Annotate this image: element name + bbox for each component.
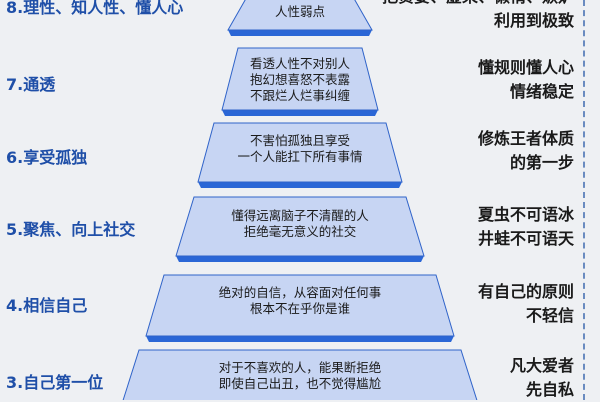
desc-line: 对于不喜欢的人，能果断拒绝 [218, 360, 382, 375]
note-line: 有自己的原则 [477, 282, 574, 301]
tier-label: 7.通透 [6, 75, 56, 94]
tier-description: 人性弱点 [275, 4, 325, 20]
tier-trapezoid [221, 47, 379, 111]
note-line: 先自私 [525, 380, 574, 399]
tier-trapezoid [175, 196, 425, 257]
desc-line: 懂得远离脑子不清醒的人 [231, 208, 369, 223]
desc-line: 根本不在乎你是谁 [249, 301, 351, 316]
tier-trapezoid [197, 122, 403, 183]
tier-description: 懂得远离脑子不清醒的人拒绝毫无意义的社交 [231, 208, 369, 240]
tier-description: 对于不喜欢的人，能果断拒绝即使自己出丑，也不觉得尴尬 [219, 360, 382, 392]
desc-line: 绝对的自信，从容面对任何事 [218, 285, 382, 300]
note-line: 的第一步 [509, 153, 574, 172]
desc-line: 抱幻想喜怒不表露 [249, 72, 351, 87]
tier-note: 凡大爱者先自私 [510, 354, 574, 402]
desc-line: 人性弱点 [274, 4, 326, 19]
tier-label: 5.聚焦、向上社交 [6, 220, 136, 239]
tier-trapezoid [122, 349, 478, 400]
note-line: 凡大爱者 [509, 356, 574, 375]
note-line: 把贪婪、虚荣、懒惰、嫉妒 [382, 0, 574, 9]
tier-label: 4.相信自己 [6, 296, 88, 315]
tier-label: 3.自己第一位 [6, 373, 104, 392]
note-line: 利用到极致 [493, 11, 574, 30]
note-line: 情绪稳定 [509, 82, 574, 101]
tier-base-band [176, 256, 424, 262]
tier-description: 不害怕孤独且享受一个人能扛下所有事情 [237, 133, 362, 165]
note-line: 井蛙不可语天 [477, 229, 574, 248]
tier-trapezoid [227, 0, 373, 31]
tier-note: 把贪婪、虚荣、懒惰、嫉妒利用到极致 [382, 0, 574, 33]
tier-note: 夏虫不可语冰井蛙不可语天 [478, 203, 574, 251]
tier-base-band [228, 30, 372, 36]
tier-base-band [146, 336, 454, 342]
desc-line: 不跟烂人烂事纠缠 [249, 88, 351, 103]
dashed-divider [583, 0, 585, 400]
desc-line: 即使自己出丑，也不觉得尴尬 [218, 376, 382, 391]
tier-label: 6.享受孤独 [6, 148, 88, 167]
note-line: 懂规则懂人心 [477, 58, 574, 77]
tier-label: 8.理性、知人性、懂人心 [6, 0, 184, 17]
desc-line: 不害怕孤独且享受 [249, 133, 351, 148]
tier-trapezoid [145, 274, 455, 337]
tier-note: 修炼王者体质的第一步 [478, 127, 574, 175]
note-line: 修炼王者体质 [477, 129, 574, 148]
tier-note: 懂规则懂人心情绪稳定 [478, 56, 574, 104]
note-line: 不轻信 [525, 306, 574, 325]
desc-line: 看透人性不对别人 [249, 56, 351, 71]
tier-description: 看透人性不对别人抱幻想喜怒不表露不跟烂人烂事纠缠 [250, 56, 350, 104]
tier-note: 有自己的原则不轻信 [478, 280, 574, 328]
tier-description: 绝对的自信，从容面对任何事根本不在乎你是谁 [219, 285, 382, 317]
note-line: 夏虫不可语冰 [477, 205, 574, 224]
tier-base-band [222, 110, 378, 116]
tier-base-band [198, 182, 402, 188]
desc-line: 拒绝毫无意义的社交 [243, 224, 357, 239]
desc-line: 一个人能扛下所有事情 [237, 149, 363, 164]
